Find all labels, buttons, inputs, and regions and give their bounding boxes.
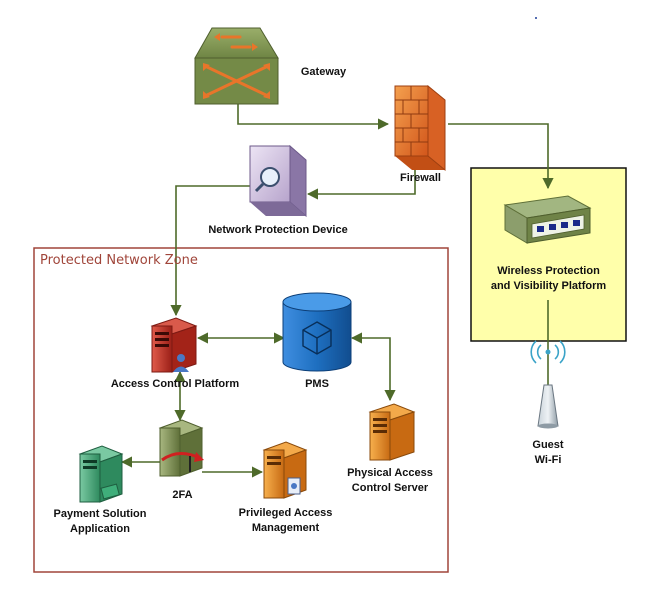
npd-to-acp-line: [170, 185, 250, 317]
privileged-label-line2: Management: [251, 522, 320, 534]
gateway-label: Gateway: [300, 66, 347, 78]
firewall-label: Firewall: [400, 172, 441, 184]
wireless-platform-label-line2: and Visibility Platform: [490, 280, 607, 292]
wifi-antenna-icon: [530, 340, 566, 429]
payment-label-line1: Payment Solution: [53, 508, 147, 520]
physical-access-label-line1: Physical Access: [347, 467, 433, 479]
privileged-label-line1: Privileged Access: [238, 507, 333, 519]
decorative-dot: [535, 17, 537, 19]
access-control-platform-label: Access Control Platform: [110, 378, 240, 390]
connectors: [120, 104, 554, 478]
zone-title: Protected Network Zone: [40, 253, 198, 268]
appliance-icon: [503, 195, 592, 244]
server-icon: [158, 419, 204, 477]
router-icon: [194, 27, 279, 105]
pms-physical-line: [350, 332, 396, 402]
server-icon: [150, 317, 198, 373]
wireless-platform-label-line1: Wireless Protection: [497, 265, 600, 277]
protected-zone-border: [33, 247, 449, 573]
server-icon: [262, 441, 308, 499]
server-icon: [78, 445, 124, 503]
payment-label-line2: Application: [70, 523, 130, 535]
inspection-device-icon: [249, 144, 307, 218]
guest-wifi-label-line2: Wi-Fi: [534, 454, 562, 466]
firewall-to-wireless-line: [448, 123, 554, 190]
pms-label: PMS: [305, 378, 329, 390]
gateway-to-firewall-line: [237, 104, 390, 130]
guest-wifi-label-line1: Guest: [532, 439, 564, 451]
firewall-to-npd-line: [306, 170, 416, 200]
firewall-icon: [394, 84, 446, 172]
network-protection-device-label: Network Protection Device: [208, 224, 348, 236]
server-icon: [368, 403, 416, 461]
twofa-label: 2FA: [172, 489, 193, 501]
physical-access-label-line2: Control Server: [351, 482, 429, 494]
database-icon: [282, 292, 352, 372]
